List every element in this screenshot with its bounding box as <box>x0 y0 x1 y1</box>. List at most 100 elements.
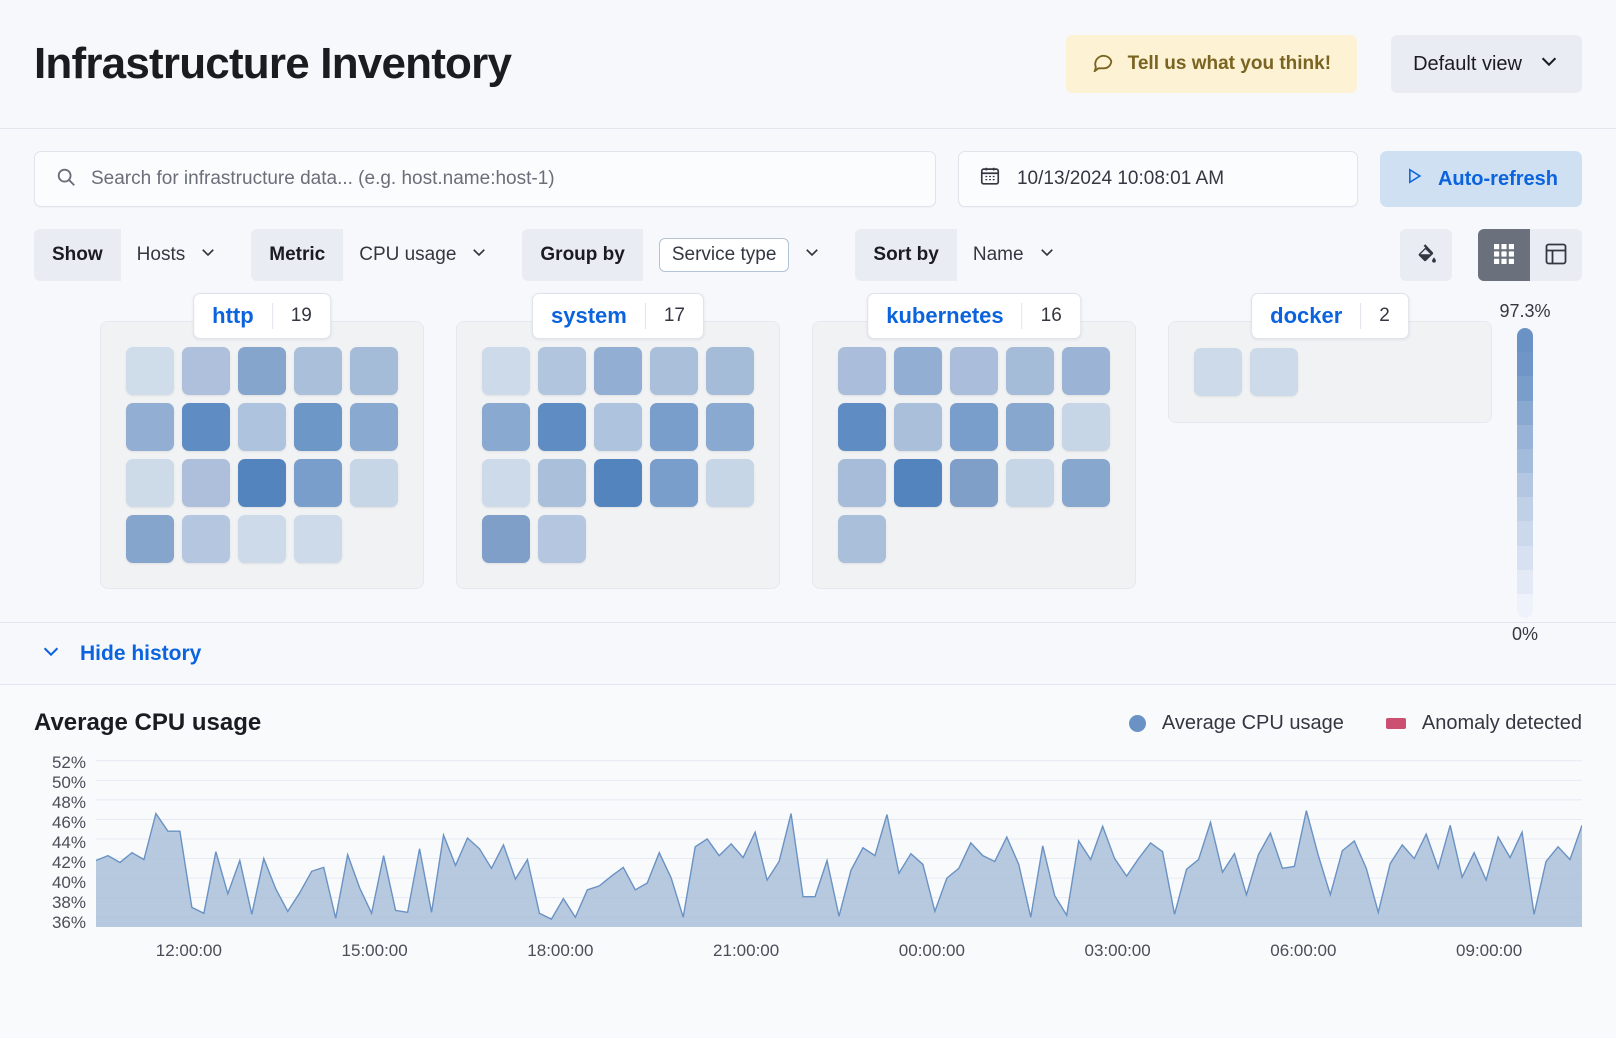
filter-show[interactable]: Show Hosts <box>34 229 233 281</box>
filter-sort-by-value-text: Name <box>972 244 1024 265</box>
host-cell[interactable] <box>1062 347 1110 395</box>
filter-group-by-value[interactable]: Service type <box>643 229 838 281</box>
group-badge[interactable]: http 19 <box>193 293 331 339</box>
date-picker[interactable]: 10/13/2024 10:08:01 AM <box>957 151 1358 207</box>
host-cell[interactable] <box>950 459 998 507</box>
host-cell[interactable] <box>538 403 586 451</box>
host-cell[interactable] <box>950 403 998 451</box>
y-tick-label: 52% <box>51 753 86 772</box>
search-input-wrapper[interactable] <box>34 151 936 207</box>
host-cell[interactable] <box>1006 403 1054 451</box>
host-cell[interactable] <box>350 459 398 507</box>
host-cell[interactable] <box>894 459 942 507</box>
legend-item-average-cpu-usage[interactable]: Average CPU usage <box>1128 712 1344 735</box>
grid-view-button[interactable] <box>1478 229 1530 281</box>
host-cell[interactable] <box>238 347 286 395</box>
host-cell[interactable] <box>950 347 998 395</box>
host-cell[interactable] <box>294 347 342 395</box>
filter-sort-by[interactable]: Sort by Name <box>855 229 1071 281</box>
group-count: 17 <box>644 303 703 329</box>
host-cell[interactable] <box>294 515 342 563</box>
host-cell[interactable] <box>182 459 230 507</box>
chart-legend: Average CPU usage Anomaly detected <box>1128 712 1582 735</box>
filter-sort-by-value[interactable]: Name <box>957 229 1072 281</box>
host-cell[interactable] <box>894 347 942 395</box>
host-cell[interactable] <box>238 403 286 451</box>
series-line <box>96 811 1582 920</box>
host-cell[interactable] <box>706 403 754 451</box>
host-cell[interactable] <box>706 459 754 507</box>
host-cell[interactable] <box>538 515 586 563</box>
host-cell[interactable] <box>350 347 398 395</box>
host-cell[interactable] <box>294 403 342 451</box>
host-cell[interactable] <box>1006 459 1054 507</box>
host-cell[interactable] <box>1194 348 1242 396</box>
host-cell[interactable] <box>482 347 530 395</box>
host-cell[interactable] <box>650 403 698 451</box>
host-cell[interactable] <box>238 515 286 563</box>
view-mode-toggle[interactable] <box>1478 229 1582 281</box>
group-badge[interactable]: kubernetes 16 <box>867 293 1081 339</box>
host-cell[interactable] <box>706 347 754 395</box>
host-cell[interactable] <box>838 459 886 507</box>
host-cell[interactable] <box>838 347 886 395</box>
chart-title: Average CPU usage <box>34 709 262 736</box>
history-chart-panel: Average CPU usage Average CPU usage Anom… <box>0 685 1616 1037</box>
host-cell[interactable] <box>1062 459 1110 507</box>
table-view-button[interactable] <box>1530 229 1582 281</box>
group-body <box>100 321 424 589</box>
host-cell[interactable] <box>894 403 942 451</box>
feedback-button[interactable]: Tell us what you think! <box>1065 35 1358 93</box>
host-cell[interactable] <box>538 459 586 507</box>
host-cell[interactable] <box>650 459 698 507</box>
host-cell[interactable] <box>650 347 698 395</box>
view-selector-button[interactable]: Default view <box>1391 35 1582 93</box>
host-cell[interactable] <box>1062 403 1110 451</box>
host-cell[interactable] <box>1250 348 1298 396</box>
group-badge[interactable]: docker 2 <box>1251 293 1409 339</box>
host-cell[interactable] <box>482 403 530 451</box>
filter-metric[interactable]: Metric CPU usage <box>251 229 504 281</box>
hide-history-toggle[interactable]: Hide history <box>0 623 1616 685</box>
host-cell[interactable] <box>126 347 174 395</box>
host-cell[interactable] <box>594 347 642 395</box>
x-tick-label: 09:00:00 <box>1456 941 1523 960</box>
host-cell[interactable] <box>482 459 530 507</box>
legend-item-anomaly-detected[interactable]: Anomaly detected <box>1385 712 1582 735</box>
legend-step <box>1517 400 1533 425</box>
search-row: 10/13/2024 10:08:01 AM Auto-refresh <box>34 151 1582 207</box>
filter-metric-label: Metric <box>251 229 344 281</box>
host-cell[interactable] <box>182 515 230 563</box>
filter-show-value-text: Hosts <box>136 244 186 265</box>
host-cell[interactable] <box>594 403 642 451</box>
host-cell[interactable] <box>838 403 886 451</box>
host-cell[interactable] <box>838 515 886 563</box>
filter-row: Show Hosts Metric CPU usage Group by Ser… <box>34 229 1582 281</box>
palette-button[interactable] <box>1400 229 1452 281</box>
auto-refresh-button[interactable]: Auto-refresh <box>1379 151 1582 207</box>
host-cell[interactable] <box>238 459 286 507</box>
paint-bucket-icon <box>1414 242 1438 269</box>
search-input[interactable] <box>91 168 915 190</box>
host-cell[interactable] <box>182 403 230 451</box>
host-cell[interactable] <box>1006 347 1054 395</box>
host-cell[interactable] <box>294 459 342 507</box>
host-cell[interactable] <box>182 347 230 395</box>
filter-group-by[interactable]: Group by Service type <box>522 229 837 281</box>
y-axis: 52%50%48%46%44%42%40%38%36% <box>34 753 96 932</box>
host-cell[interactable] <box>126 403 174 451</box>
filter-show-value[interactable]: Hosts <box>121 229 234 281</box>
controls-bar: 10/13/2024 10:08:01 AM Auto-refresh Show… <box>0 129 1616 281</box>
group-badge[interactable]: system 17 <box>532 293 704 339</box>
host-cell[interactable] <box>350 403 398 451</box>
host-cell[interactable] <box>482 515 530 563</box>
host-cell[interactable] <box>538 347 586 395</box>
plot-area[interactable] <box>96 751 1582 927</box>
legend-step <box>1517 424 1533 449</box>
filter-metric-value[interactable]: CPU usage <box>343 229 504 281</box>
filter-sort-by-label: Sort by <box>855 229 957 281</box>
legend-step <box>1517 448 1533 474</box>
host-cell[interactable] <box>594 459 642 507</box>
host-cell[interactable] <box>126 515 174 563</box>
host-cell[interactable] <box>126 459 174 507</box>
